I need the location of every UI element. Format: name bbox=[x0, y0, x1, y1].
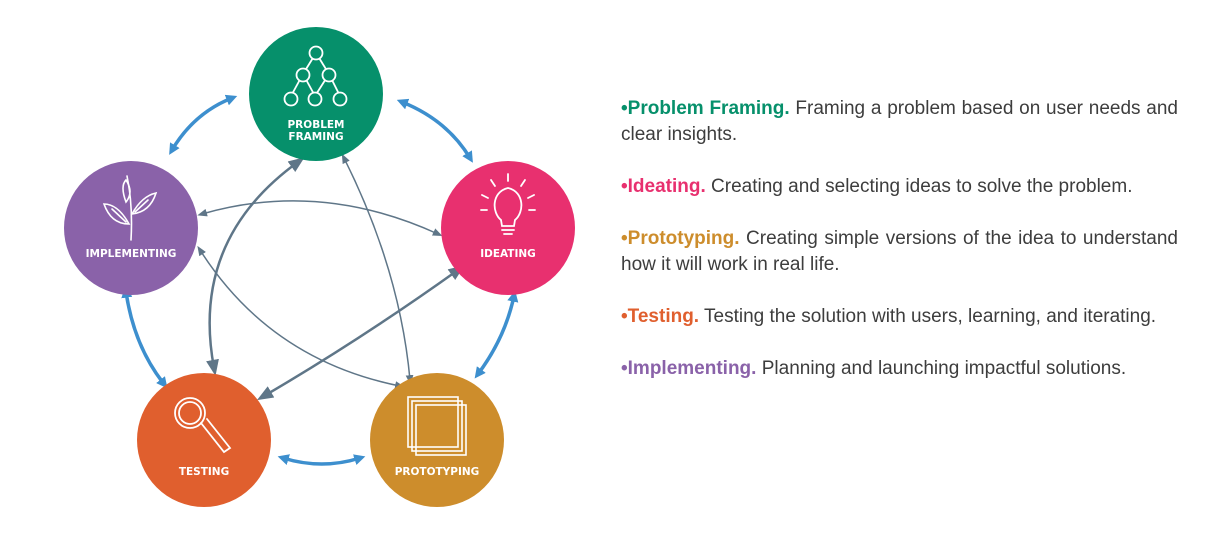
node-testing-label: TESTING bbox=[179, 466, 229, 478]
arrow-ideating-testing bbox=[256, 265, 465, 401]
legend-item-prototyping: •Prototyping. Creating simple versions o… bbox=[621, 226, 1178, 278]
lightbulb-icon bbox=[480, 173, 536, 235]
legend-item-testing: •Testing. Testing the solution with user… bbox=[621, 304, 1178, 330]
arrow-implementing-prototyping bbox=[197, 245, 405, 389]
node-problem-framing-label-line1: PROBLEM bbox=[287, 119, 344, 131]
legend-term-implementing: Implementing. bbox=[627, 358, 757, 379]
outer-arrows bbox=[121, 94, 519, 466]
legend-item-problem-framing: •Problem Framing. Framing a problem base… bbox=[621, 96, 1178, 148]
legend-term-problem-framing: Problem Framing. bbox=[627, 98, 790, 119]
legend-text-testing: Testing the solution with users, learnin… bbox=[699, 306, 1157, 327]
arrow-testing-implementing bbox=[121, 286, 168, 389]
inner-arrows bbox=[197, 153, 465, 401]
arrow-problem-framing-prototyping bbox=[341, 153, 414, 385]
design-cycle-diagram: PROBLEM FRAMING IDEATING PROTOTYPING bbox=[64, 27, 575, 507]
arrow-implementing-ideating bbox=[197, 200, 443, 237]
arrow-prototyping-testing bbox=[277, 454, 366, 466]
arrow-ideating-prototyping bbox=[474, 290, 519, 379]
node-testing-circle bbox=[137, 373, 271, 507]
node-implementing: IMPLEMENTING bbox=[64, 161, 198, 295]
node-prototyping: PROTOTYPING bbox=[370, 373, 504, 507]
legend-term-ideating: Ideating. bbox=[627, 176, 706, 197]
node-prototyping-circle bbox=[370, 373, 504, 507]
bullet-dot: • bbox=[621, 228, 628, 249]
bullet-dot: • bbox=[621, 176, 628, 197]
legend-item-implementing: •Implementing. Planning and launching im… bbox=[621, 356, 1178, 382]
legend-term-testing: Testing. bbox=[627, 306, 700, 327]
node-implementing-label: IMPLEMENTING bbox=[86, 248, 177, 260]
bullet-dot: • bbox=[621, 98, 628, 119]
stacked-frames-icon bbox=[407, 396, 467, 456]
arrow-problem-framing-ideating bbox=[396, 98, 473, 163]
bullet-dot: • bbox=[621, 306, 628, 327]
legend-item-ideating: •Ideating. Creating and selecting ideas … bbox=[621, 174, 1178, 200]
node-ideating-label: IDEATING bbox=[480, 248, 536, 260]
node-problem-framing-label-line2: FRAMING bbox=[288, 131, 343, 143]
legend: •Problem Framing. Framing a problem base… bbox=[621, 96, 1178, 408]
node-prototyping-label: PROTOTYPING bbox=[395, 466, 480, 478]
legend-text-ideating: Creating and selecting ideas to solve th… bbox=[705, 176, 1133, 197]
legend-text-problem-framing: Framing a problem based on user needs an… bbox=[621, 98, 1178, 145]
node-testing: TESTING bbox=[137, 373, 271, 507]
node-problem-framing: PROBLEM FRAMING bbox=[249, 27, 383, 161]
node-ideating: IDEATING bbox=[441, 161, 575, 295]
arrow-problem-framing-testing bbox=[206, 157, 305, 376]
bullet-dot: • bbox=[621, 358, 628, 379]
legend-text-prototyping: Creating simple versions of the idea to … bbox=[621, 228, 1178, 275]
hierarchy-icon bbox=[283, 45, 348, 107]
node-ideating-circle bbox=[441, 161, 575, 295]
legend-term-prototyping: Prototyping. bbox=[627, 228, 740, 249]
legend-text-implementing: Planning and launching impactful solutio… bbox=[756, 358, 1127, 379]
magnifier-icon bbox=[174, 397, 232, 454]
plant-icon bbox=[102, 175, 158, 241]
arrow-implementing-problem-framing bbox=[169, 94, 238, 155]
